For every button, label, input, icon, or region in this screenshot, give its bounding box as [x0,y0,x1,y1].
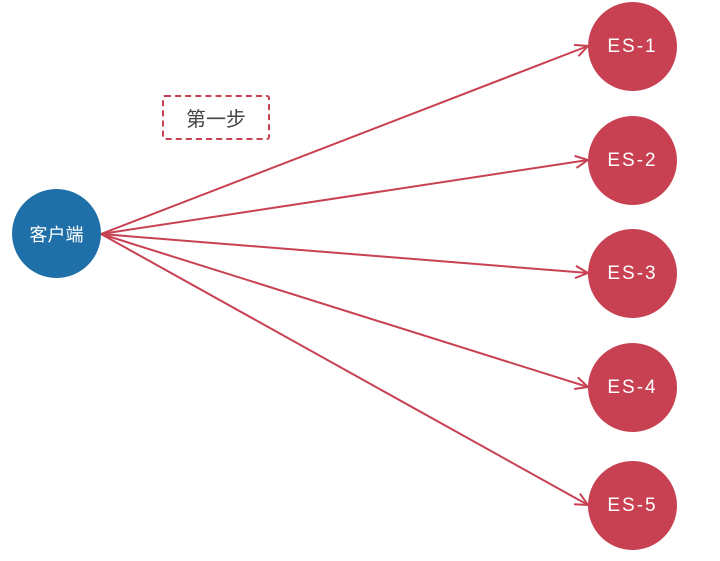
server-label: ES-3 [607,262,658,284]
server-label: ES-4 [607,376,658,398]
server-node-5[interactable]: ES-5 [588,461,677,550]
server-label: ES-1 [607,35,658,57]
edge-client-to-es-2 [100,154,591,235]
step-label-box: 第一步 [162,95,270,140]
client-label: 客户端 [29,224,84,246]
server-label: ES-2 [607,149,658,171]
edge-client-to-es-5 [100,233,591,507]
server-node-2[interactable]: ES-2 [588,116,677,205]
edge-client-to-es-4 [100,233,591,391]
server-label: ES-5 [607,494,658,516]
server-node-4[interactable]: ES-4 [588,343,677,432]
server-node-3[interactable]: ES-3 [588,229,677,318]
server-node-1[interactable]: ES-1 [588,2,677,91]
client-node[interactable]: 客户端 [12,189,101,278]
step-label: 第一步 [186,107,246,131]
